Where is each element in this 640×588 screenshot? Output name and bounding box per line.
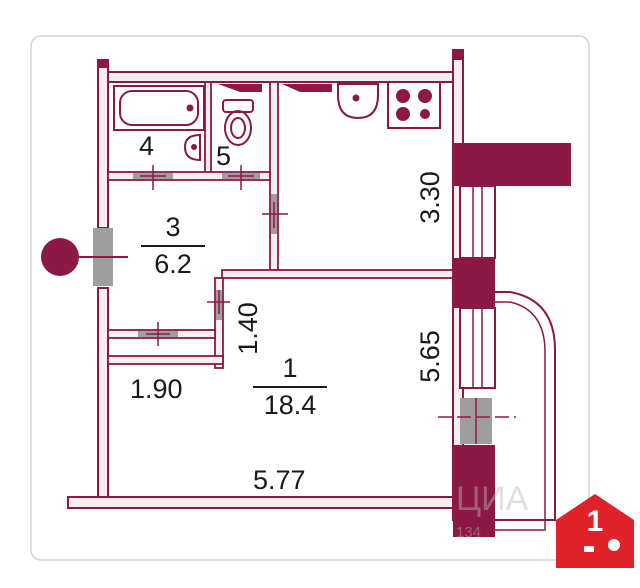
windows bbox=[459, 185, 496, 389]
plan-frame bbox=[30, 35, 590, 561]
bathtub-icon bbox=[113, 85, 205, 131]
window-lines bbox=[472, 186, 483, 388]
room-1-label: 1 18.4 bbox=[250, 355, 330, 419]
marker-number: 1 bbox=[586, 505, 604, 538]
kitchen-sink-icon bbox=[337, 83, 379, 120]
facade-lower bbox=[453, 445, 495, 537]
fixture-accents bbox=[218, 84, 332, 92]
door-marks bbox=[140, 165, 516, 444]
room-window bbox=[459, 307, 496, 389]
wc-partition bbox=[204, 81, 212, 175]
top-wall bbox=[97, 71, 459, 83]
bottom-wall bbox=[67, 496, 459, 509]
closet-wall-2 bbox=[107, 355, 224, 365]
bay-width-dimension: 1.90 bbox=[130, 374, 183, 404]
room-1-number: 1 bbox=[282, 353, 298, 383]
wall-posts bbox=[98, 50, 463, 68]
facade-walls bbox=[453, 143, 571, 537]
room-3-number: 3 bbox=[165, 212, 181, 242]
hall-width-dimension: 1.40 bbox=[232, 302, 263, 355]
hall-partition bbox=[214, 277, 224, 369]
watermark-phone: 134 bbox=[456, 524, 482, 541]
room-1-area: 18.4 bbox=[263, 390, 317, 420]
sink-icon bbox=[183, 133, 201, 162]
left-wall-lower bbox=[97, 287, 109, 501]
room-4-number: 4 bbox=[139, 131, 155, 161]
watermark-brand: ЦИА bbox=[456, 480, 529, 518]
kitchen-bottom-wall bbox=[221, 269, 454, 279]
kitchen-window bbox=[459, 185, 496, 259]
balcony-door-swing bbox=[495, 291, 556, 521]
bath-bottom-wall bbox=[107, 171, 271, 181]
room-5-number: 5 bbox=[216, 141, 232, 171]
left-wall-upper bbox=[97, 59, 109, 229]
bath-kitchen-wall bbox=[269, 81, 279, 271]
kitchen-depth-dimension: 3.30 bbox=[414, 171, 445, 224]
room-width-dimension: 5.77 bbox=[253, 465, 306, 495]
room-depth-dimension: 5.65 bbox=[414, 330, 445, 383]
room-3-label: 3 6.2 bbox=[138, 214, 208, 278]
entrance-icon bbox=[41, 238, 128, 276]
balcony-wall bbox=[453, 143, 571, 186]
toilet-icon bbox=[222, 99, 254, 146]
facade-pillar bbox=[453, 258, 495, 308]
stove-icon bbox=[387, 81, 441, 129]
room-3-area: 6.2 bbox=[154, 249, 192, 279]
location-marker-icon bbox=[556, 494, 634, 568]
